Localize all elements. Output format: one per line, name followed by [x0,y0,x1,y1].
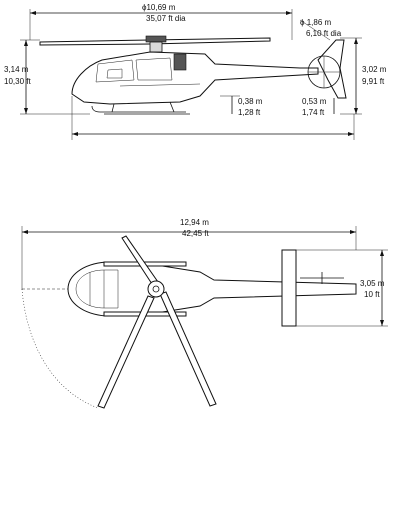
tail-height-ft: 9,91 ft [362,77,385,86]
skid-clearance-m: 0,38 m [238,97,263,106]
overall-height-dimension: 3,14 m 10,30 ft [4,39,90,115]
tail-rotor-diameter-ft: 6,10 ft dia [306,29,342,38]
tail-height-dimension: 3,02 m 9,91 ft [340,37,387,115]
main-rotor-side [39,35,271,53]
skid-clearance-ft: 1,28 ft [238,108,261,117]
main-rotor-top [97,235,217,409]
fuselage-side [71,51,319,115]
side-length-baseline [71,96,355,140]
overall-length-ft: 42,45 ft [182,229,209,238]
overall-length-m: 12,94 m [180,218,209,227]
tail-rotor-dimension: ϕ 1,86 m 6,10 ft dia [299,18,342,41]
overall-length-dimension: 12,94 m 42,45 ft [21,218,357,290]
tail-clearance-m: 0,53 m [302,97,327,106]
rotor-diameter-m: ϕ10,69 m [142,3,176,12]
tail-height-m: 3,02 m [362,65,387,74]
top-view: 12,94 m 42,45 ft [21,218,388,409]
stabilizer-width-m: 3,05 m [360,279,385,288]
tail-rotor-diameter-m: ϕ 1,86 m [300,18,331,27]
tail-section-side [307,39,347,99]
tail-clearance-dimension: 0,53 m 1,74 ft [302,97,335,117]
stabilizer-width-ft: 10 ft [364,290,380,299]
tail-stabilizer-top [281,249,344,327]
skid-clearance-dimension: 0,38 m 1,28 ft [220,95,263,117]
overall-height-m: 3,14 m [4,65,29,74]
overall-height-ft: 10,30 ft [4,77,31,86]
fuselage-top [67,261,357,317]
tail-clearance-ft: 1,74 ft [302,108,325,117]
rotor-sweep-arc [21,288,99,409]
stabilizer-width-dimension: 3,05 m 10 ft [296,249,388,327]
side-view: ϕ10,69 m 35,07 ft dia [4,3,387,140]
rotor-diameter-ft: 35,07 ft dia [146,14,186,23]
rotor-diameter-dimension: ϕ10,69 m 35,07 ft dia [29,3,293,40]
